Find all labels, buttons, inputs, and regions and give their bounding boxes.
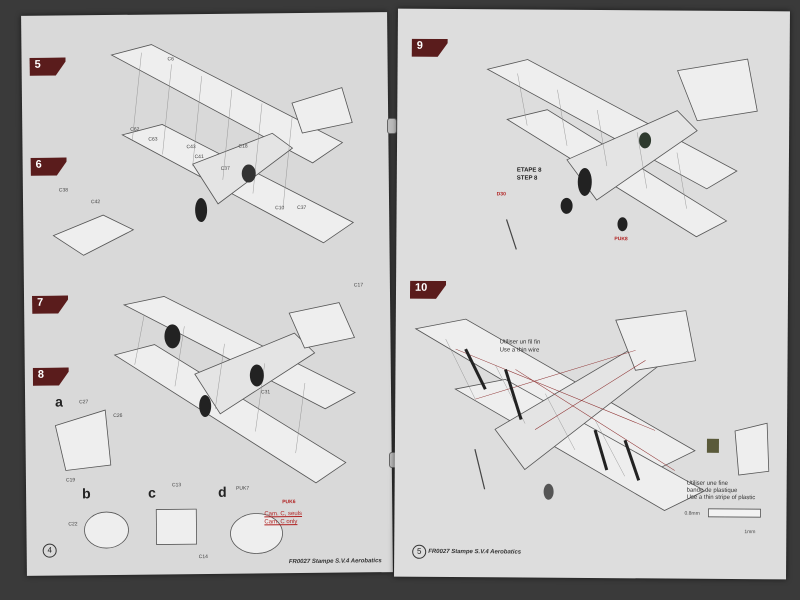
callout-label: C22 — [68, 521, 78, 528]
callout-label: C14 — [198, 554, 208, 561]
callout-label: D30 — [496, 191, 506, 198]
propeller-blade — [505, 219, 517, 250]
step-tag-10: 10 — [409, 280, 447, 299]
callout-label: C27 — [79, 399, 89, 406]
propeller-blade — [474, 449, 486, 490]
sub-label-a: a — [55, 393, 63, 410]
cowling-part-b — [84, 511, 129, 549]
page-number: 4 — [42, 543, 57, 558]
step-label-en: STEP 8 — [516, 175, 538, 182]
tail-plane — [615, 310, 697, 371]
callout-label: PUK7 — [236, 485, 250, 492]
cowling-part-d — [230, 513, 283, 554]
callout-label: PUK6 — [282, 499, 296, 506]
etape-label-fr: ETAPE 8 — [516, 167, 542, 174]
step-tag-7: 7 — [32, 295, 69, 314]
page-number: 5 — [412, 544, 427, 559]
sub-label-c: c — [147, 484, 156, 501]
cowling-part-c — [155, 508, 198, 545]
staple — [387, 118, 397, 134]
tail-plane — [677, 58, 758, 122]
right-page-drawings — [414, 58, 770, 518]
page-footer: FR0027 Stampe S.V.4 Aerobatics — [428, 548, 522, 556]
page-footer: FR0027 Stampe S.V.4 Aerobatics — [288, 558, 382, 566]
plastic-strip-detail — [734, 422, 770, 476]
wheel — [560, 197, 573, 214]
camouflage-note-fr: Cam. C, seuls — [264, 511, 303, 518]
callout-label: C41 — [194, 154, 204, 161]
callout-label: C63 — [148, 136, 158, 143]
cockpit-part — [639, 132, 652, 149]
lower-wing — [113, 344, 347, 484]
tail-plane — [288, 302, 356, 349]
callout-label: C62 — [130, 126, 140, 133]
plastic-note-en: Use a thin stripe of plastic — [686, 494, 756, 502]
right-page: 9 10 — [394, 8, 790, 580]
cockpit-part — [241, 164, 256, 183]
step-tag-6: 6 — [30, 157, 67, 176]
callout-label: C37 — [220, 165, 230, 172]
dimension-label: 1mm — [744, 529, 756, 536]
notice-icon — [706, 438, 719, 453]
cowling-part-a — [54, 409, 112, 471]
sub-assembly — [52, 214, 135, 256]
left-page-drawings — [52, 44, 356, 554]
callout-label: PUK8 — [614, 236, 628, 243]
wheel — [617, 217, 628, 232]
callout-label: C31 — [261, 389, 271, 396]
step-tag-5: 5 — [29, 57, 66, 76]
upper-wing — [110, 44, 344, 164]
callout-label: C26 — [113, 412, 123, 419]
dimension-strip — [708, 508, 761, 518]
fuselage — [192, 132, 294, 205]
callout-label: C17 — [353, 282, 364, 289]
callout-label: C37 — [297, 204, 307, 212]
wire-note-fr: Utiliser un fil fin — [499, 339, 541, 346]
propeller-hub — [199, 395, 212, 418]
callout-label: C10 — [275, 205, 285, 212]
tail-plane — [291, 87, 353, 134]
propeller-hub — [577, 167, 592, 196]
wire-note-en: Use a thin wire — [499, 347, 540, 354]
callout-label: C19 — [65, 477, 76, 484]
sub-label-b: b — [81, 485, 91, 502]
wheel — [249, 364, 264, 387]
callout-label: C38 — [58, 187, 69, 194]
callout-label: C43 — [186, 144, 196, 151]
propeller-hub — [195, 198, 208, 223]
step-tag-9: 9 — [411, 38, 448, 57]
callout-label: C18 — [238, 143, 248, 150]
callout-label: C42 — [91, 199, 101, 206]
step-tag-8: 8 — [32, 367, 69, 386]
callout-label: C6 — [167, 56, 174, 63]
dimension-label: 0.8mm — [684, 510, 700, 517]
sub-label-d: d — [217, 483, 227, 500]
camouflage-note-en: Cam. C only — [264, 519, 298, 526]
wheel — [543, 483, 554, 500]
callout-label: C13 — [171, 482, 182, 489]
wheel — [164, 324, 181, 349]
rigging-wires — [455, 348, 675, 471]
left-page: 5 6 7 8 — [21, 12, 393, 576]
